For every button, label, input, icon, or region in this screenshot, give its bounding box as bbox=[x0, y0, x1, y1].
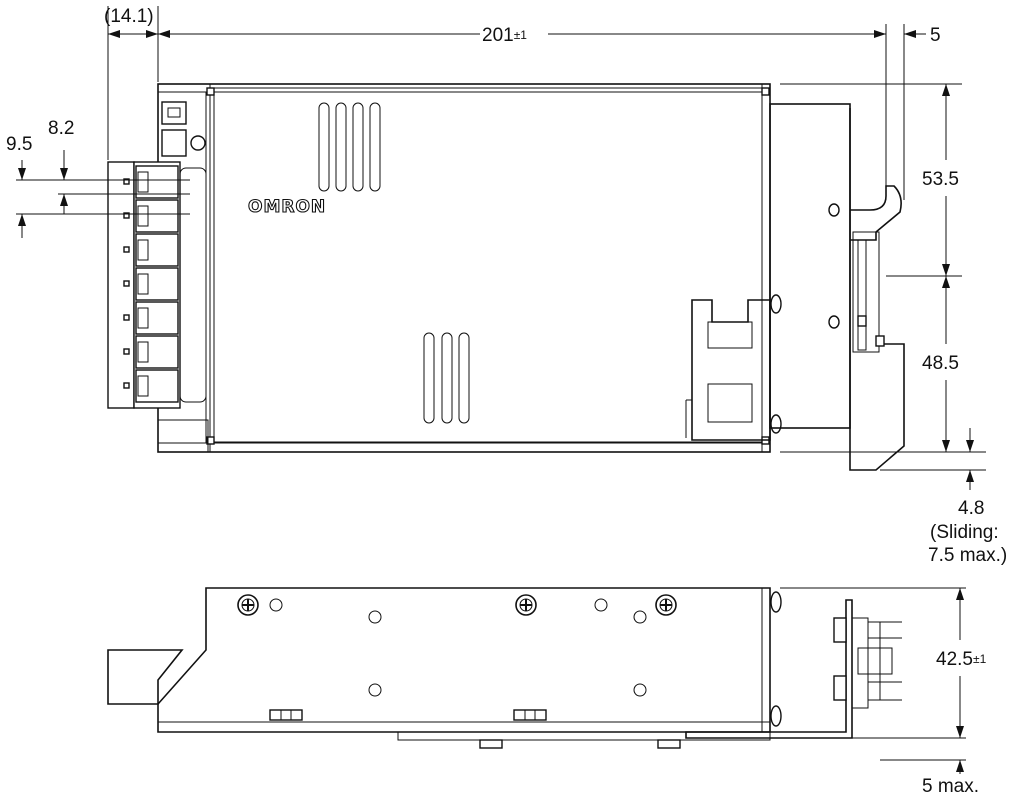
din-rail-adapter bbox=[769, 103, 905, 471]
dim-left-overhang: (14.1) bbox=[104, 6, 154, 27]
brand-logo: OMRON bbox=[248, 197, 326, 217]
terminal-block bbox=[107, 161, 207, 409]
terminal-screw bbox=[137, 307, 149, 329]
terminal-pin bbox=[123, 212, 130, 219]
terminal-cell bbox=[135, 267, 179, 301]
housing-body bbox=[157, 83, 771, 453]
corner-rivets bbox=[206, 87, 770, 445]
side-screws bbox=[770, 294, 782, 434]
terminal-pin bbox=[123, 348, 130, 355]
terminal-cell bbox=[135, 369, 179, 403]
cover-panel bbox=[213, 87, 763, 443]
terminal-pin bbox=[123, 178, 130, 185]
terminal-screw bbox=[137, 205, 149, 227]
terminal-screw bbox=[137, 171, 149, 193]
dim-bottom-max: 5 max. bbox=[922, 776, 979, 797]
vent-slots-lower bbox=[423, 332, 470, 424]
dim-side-vertical bbox=[780, 587, 966, 774]
side-holes bbox=[269, 598, 647, 697]
side-vents bbox=[269, 709, 547, 721]
dim-terminal-pitch bbox=[16, 150, 190, 238]
terminal-screw bbox=[137, 341, 149, 363]
terminal-screw bbox=[137, 375, 149, 397]
dim-terminal-pitch-b: 8.2 bbox=[48, 118, 74, 139]
terminal-screw bbox=[137, 239, 149, 261]
dim-upper-height: 53.5 bbox=[922, 169, 959, 190]
terminal-pin bbox=[123, 314, 130, 321]
svg-text:42.5±1: 42.5±1 bbox=[936, 649, 987, 670]
dim-overall-width: 201 bbox=[482, 25, 514, 46]
terminal-cell bbox=[135, 335, 179, 369]
terminal-cell bbox=[135, 165, 179, 199]
side-din-clip bbox=[685, 599, 902, 739]
voltage-adjust-trimmer bbox=[190, 135, 206, 151]
dim-sliding-note-1: (Sliding: bbox=[930, 522, 999, 543]
terminal-cell bbox=[135, 233, 179, 267]
connector-block bbox=[161, 101, 187, 125]
dim-terminal-pitch-a: 9.5 bbox=[6, 134, 32, 155]
dim-rail-offset: 4.8 bbox=[958, 498, 984, 519]
terminal-cell bbox=[135, 199, 179, 233]
dim-side-height-tol: ±1 bbox=[973, 652, 987, 666]
screw-icon bbox=[655, 594, 677, 616]
side-terminal-block bbox=[107, 649, 184, 705]
dim-right-offset: 5 bbox=[930, 25, 941, 46]
svg-text:201±1: 201±1 bbox=[482, 25, 527, 46]
mounting-bracket bbox=[685, 299, 771, 441]
top-view: OMRON bbox=[6, 6, 1007, 566]
dim-overall-width-tol: ±1 bbox=[514, 28, 528, 42]
terminal-pin bbox=[123, 382, 130, 389]
vent-slots-upper bbox=[318, 102, 381, 192]
terminal-cell bbox=[135, 301, 179, 335]
terminal-pin bbox=[123, 246, 130, 253]
dim-lower-height: 48.5 bbox=[922, 353, 959, 374]
dim-right-vertical bbox=[780, 83, 986, 490]
side-view: 42.5±1 5 max. bbox=[107, 587, 987, 797]
screw-icon bbox=[237, 594, 259, 616]
dim-top bbox=[107, 6, 926, 200]
dim-side-height: 42.5 bbox=[936, 649, 973, 670]
terminal-screw bbox=[137, 273, 149, 295]
indicator-window bbox=[161, 129, 187, 157]
screw-icon bbox=[515, 594, 537, 616]
terminal-pin bbox=[123, 280, 130, 287]
dim-sliding-note-2: 7.5 max.) bbox=[928, 545, 1007, 566]
